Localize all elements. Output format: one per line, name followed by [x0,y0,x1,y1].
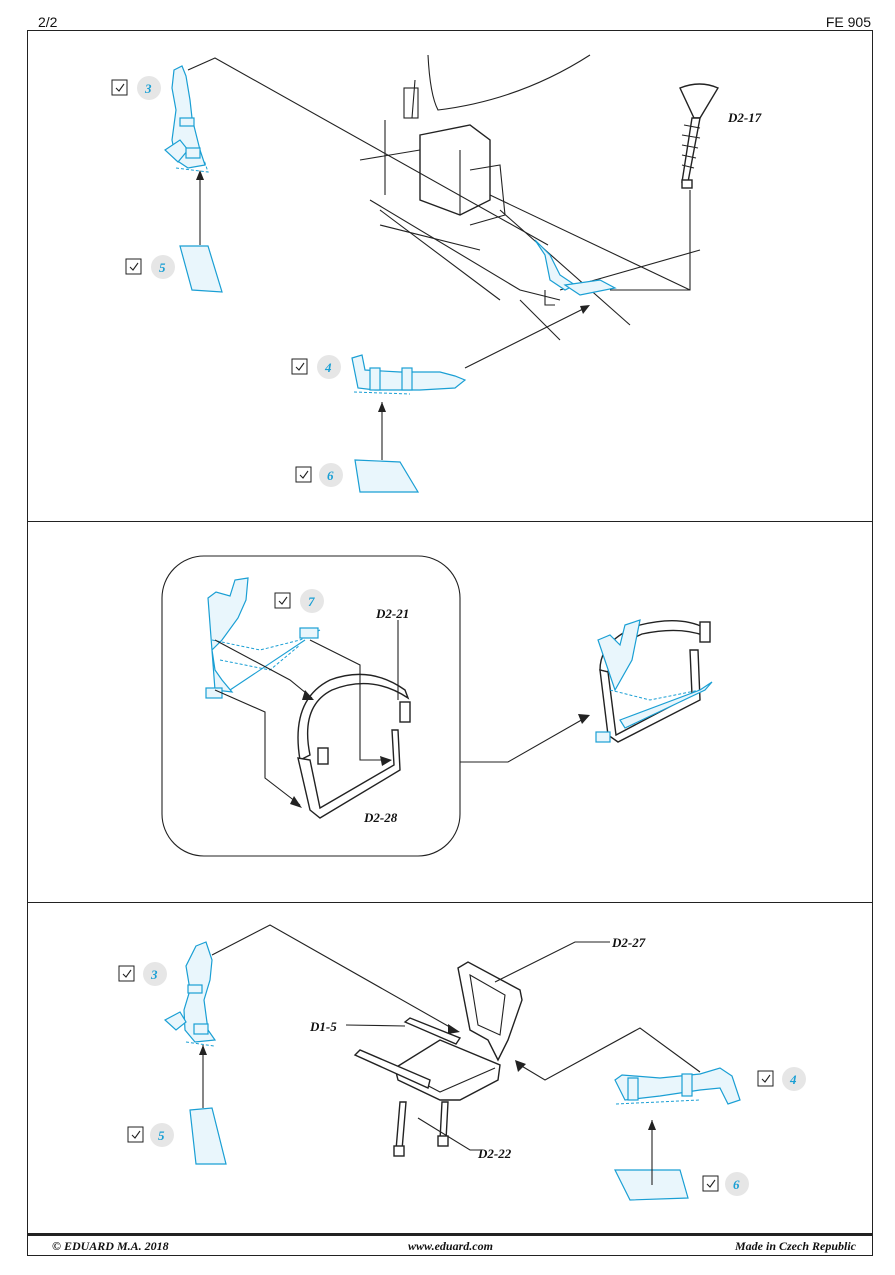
footer-copyright: © EDUARD M.A. 2018 [52,1239,169,1253]
step-marker-7: 7 [274,589,324,613]
label-d2-17: D2-17 [727,110,762,125]
pe-part-3-bottom [163,941,217,1047]
label-d2-27: D2-27 [611,935,646,950]
panel-bottom [27,902,873,1234]
seat-assembly [353,961,523,1157]
svg-text:6: 6 [327,468,334,483]
part-d2-21-frame [297,673,411,819]
assembled-seat-frame [595,619,713,743]
step-marker-6-bottom: 6 [702,1172,749,1196]
part-d2-17 [679,83,720,189]
step-marker-3-bottom: 3 [118,962,167,986]
pe-part-3 [164,65,209,173]
pe-part-6 [354,459,420,493]
footer-website: www.eduard.com [408,1239,493,1253]
step-marker-5-top: 5 [125,255,175,279]
label-d1-5: D1-5 [309,1019,337,1034]
product-code: FE 905 [825,14,871,30]
step-marker-5-bottom: 5 [127,1123,174,1147]
pe-part-5-bottom [189,1107,227,1165]
label-d2-22: D2-22 [477,1146,512,1161]
footer-made-in: Made in Czech Republic [734,1239,856,1253]
page-number: 2/2 [38,14,58,30]
svg-text:4: 4 [324,360,332,375]
svg-text:6: 6 [733,1177,740,1192]
svg-text:5: 5 [158,1128,165,1143]
svg-text:3: 3 [150,967,158,982]
label-d2-21: D2-21 [375,606,409,621]
step-marker-6-top: 6 [295,463,343,487]
svg-text:3: 3 [144,81,152,96]
pe-part-5 [179,245,223,293]
step-marker-4-bottom: 4 [757,1067,806,1091]
svg-text:7: 7 [308,594,315,609]
step-marker-4-top: 4 [291,355,341,379]
label-d2-28: D2-28 [363,810,398,825]
step-marker-3-top: 3 [111,76,161,100]
pe-part-7 [205,577,321,699]
detail-box [161,555,461,857]
svg-text:5: 5 [159,260,166,275]
svg-text:4: 4 [789,1072,797,1087]
cockpit-drawing [359,54,701,341]
belt-installed [534,239,617,296]
footer: © EDUARD M.A. 2018 www.eduard.com Made i… [27,1234,873,1256]
pe-part-4-bottom [614,1067,741,1105]
pe-part-4 [351,354,467,395]
